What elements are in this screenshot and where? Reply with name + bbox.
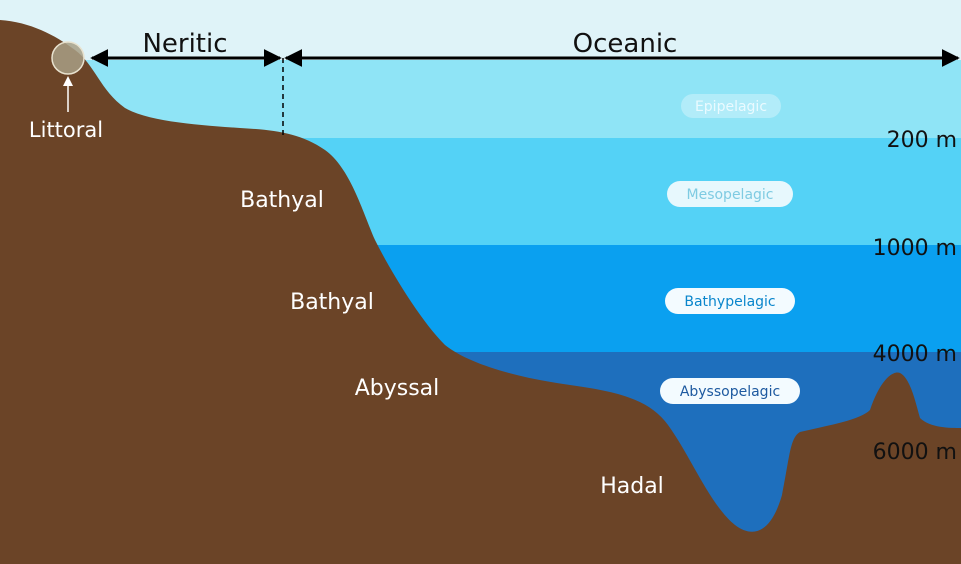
- depth-200-label: 200 m: [887, 128, 957, 153]
- mesopelagic-label: Mesopelagic: [687, 187, 774, 203]
- littoral-label: Littoral: [29, 118, 103, 142]
- depth-4000-label: 4000 m: [873, 342, 957, 367]
- epipelagic-label: Epipelagic: [695, 99, 767, 115]
- abyssopelagic-label: Abyssopelagic: [680, 384, 780, 400]
- mesopelagic-badge: Mesopelagic: [667, 181, 793, 207]
- hadal-label: Hadal: [600, 474, 664, 499]
- oceanic-label: Oceanic: [573, 29, 678, 59]
- abyssal-label: Abyssal: [355, 376, 440, 401]
- littoral-marker: [52, 42, 84, 74]
- epipelagic-badge: Epipelagic: [681, 94, 781, 118]
- bathyal-upper-label: Bathyal: [240, 188, 324, 213]
- abyssopelagic-badge: Abyssopelagic: [660, 378, 800, 404]
- bathypelagic-badge: Bathypelagic: [665, 288, 795, 314]
- bathypelagic-label: Bathypelagic: [684, 294, 775, 310]
- neritic-label: Neritic: [142, 29, 227, 59]
- depth-6000-label: 6000 m: [873, 440, 957, 465]
- bathyal-lower-label: Bathyal: [290, 290, 374, 315]
- depth-1000-label: 1000 m: [873, 236, 957, 261]
